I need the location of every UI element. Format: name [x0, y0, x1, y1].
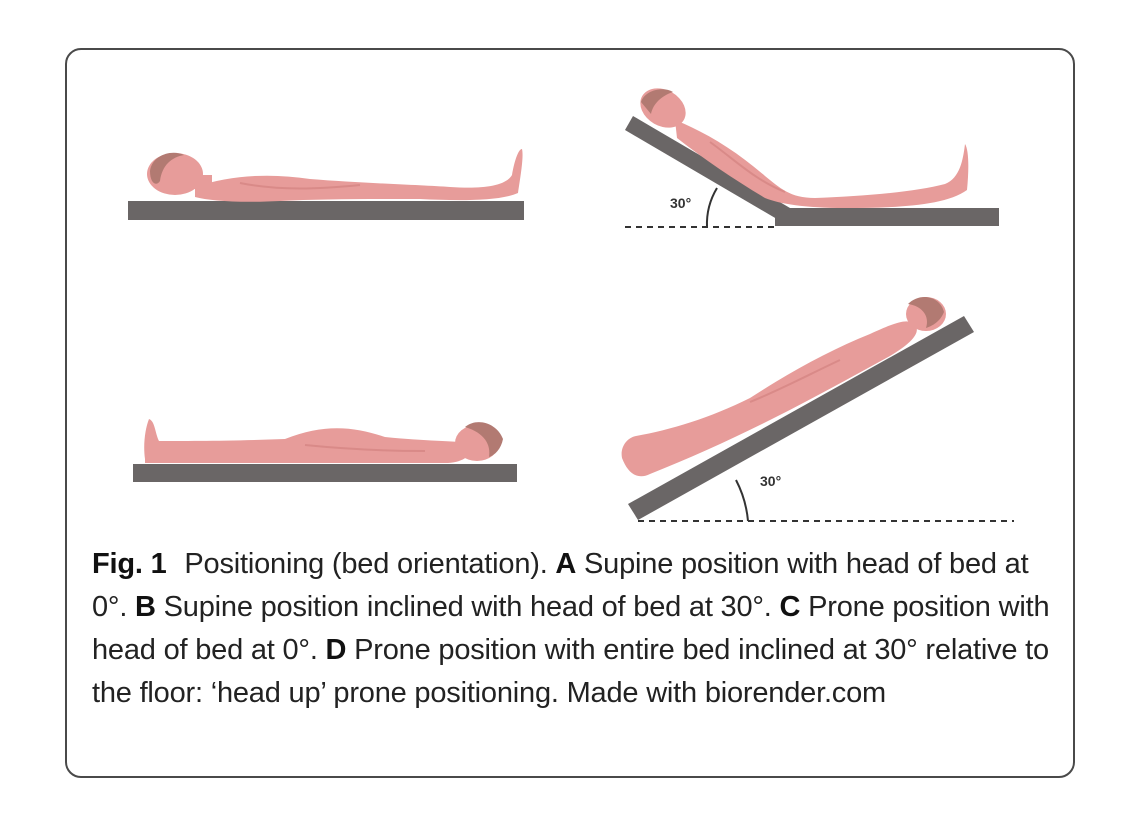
- angle-label-d: 30°: [760, 473, 781, 489]
- angle-label-b: 30°: [670, 195, 691, 211]
- part-d-label: D: [325, 634, 347, 666]
- panel-b-illustration: 30°: [625, 88, 999, 228]
- prone-body: [144, 419, 503, 463]
- panel-c-illustration: [133, 419, 517, 482]
- prone-inclined-body: [621, 297, 946, 477]
- bed-flat: [128, 201, 524, 220]
- caption-title: Positioning (bed orientation).: [184, 548, 548, 580]
- part-a-label: A: [555, 548, 577, 580]
- bed-flat: [133, 464, 517, 482]
- part-d-text: Prone position with entire bed inclined …: [92, 634, 1049, 709]
- supine-inclined-body: [640, 88, 969, 208]
- part-c-text: Prone position with head of bed at 0°.: [92, 591, 1050, 666]
- panel-d-illustration: 30°: [621, 297, 1014, 522]
- part-b-text: Supine position inclined with head of be…: [163, 591, 772, 623]
- figure-caption: Fig. 1 Positioning (bed orientation). A …: [92, 543, 1052, 715]
- part-c-label: C: [779, 591, 801, 623]
- angle-arc: [705, 187, 718, 228]
- part-a-text: Supine position with head of bed at 0°.: [92, 548, 1029, 623]
- panel-a-illustration: [128, 149, 524, 220]
- supine-body: [147, 149, 523, 202]
- bed-entire-inclined: [628, 316, 974, 520]
- figure-label: Fig. 1: [92, 548, 167, 580]
- bed-backrest-inclined: [625, 116, 790, 222]
- figure-frame: [65, 48, 1075, 778]
- bed-flat-section: [775, 208, 999, 226]
- angle-arc: [735, 479, 749, 522]
- part-b-label: B: [135, 591, 156, 623]
